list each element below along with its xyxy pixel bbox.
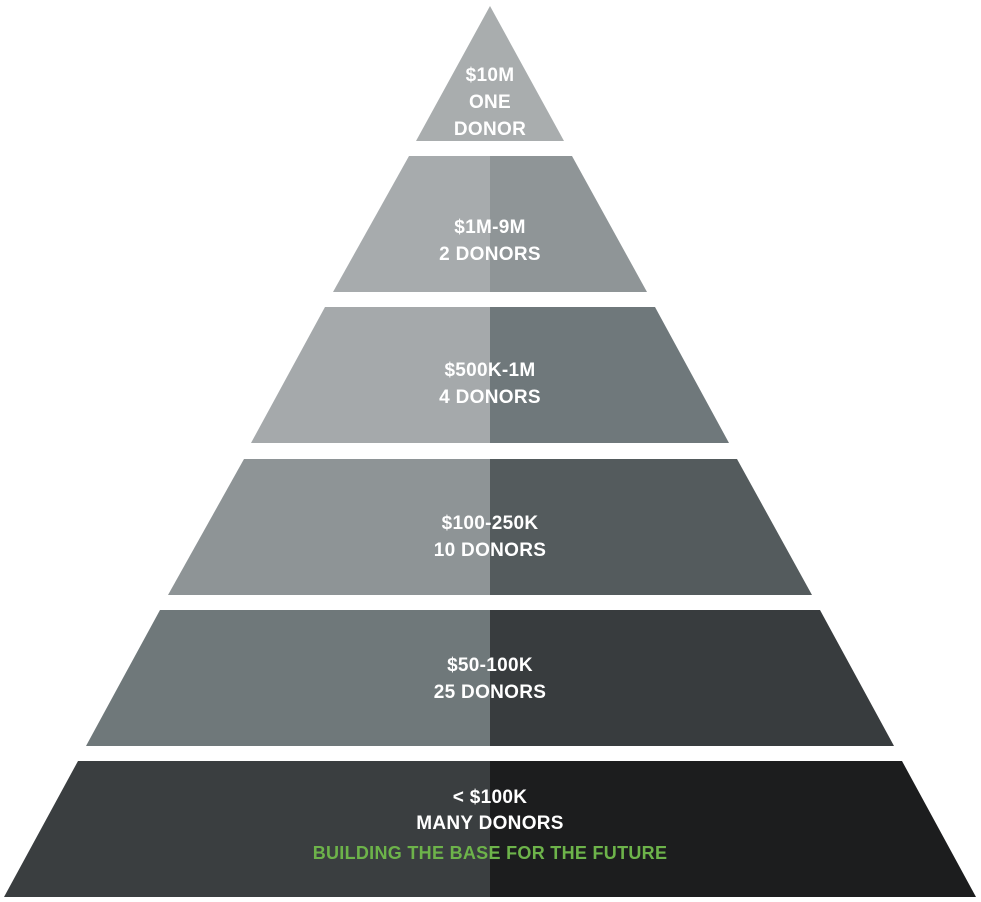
- tier-1m-9m-right-face: [490, 156, 647, 292]
- tier-1m-9m: $1M-9M 2 DONORS: [333, 156, 647, 292]
- tier-base-left-face: [4, 761, 490, 897]
- tier-500k-1m-left-face: [251, 307, 490, 443]
- tier-50k-100k-count: 25 DONORS: [434, 682, 547, 703]
- tier-100k-250k-left-face: [168, 459, 490, 595]
- tier-500k-1m: $500K-1M 4 DONORS: [251, 307, 729, 443]
- tier-500k-1m-amount: $500K-1M: [444, 360, 535, 381]
- tier-apex-left-face: [416, 6, 490, 141]
- tier-apex-amount: $10M: [466, 65, 515, 86]
- tier-1m-9m-left-face: [333, 156, 490, 292]
- tier-1m-9m-count: 2 DONORS: [439, 244, 541, 265]
- tier-apex-count: ONE: [469, 92, 511, 113]
- tier-500k-1m-right-face: [490, 307, 729, 443]
- tier-50k-100k-left-face: [86, 610, 490, 746]
- tier-apex-count-unit: DONOR: [454, 119, 526, 140]
- tier-50k-100k-amount: $50-100K: [447, 655, 533, 676]
- tier-apex-right-face: [490, 6, 564, 141]
- tier-apex: $10M ONE DONOR: [416, 6, 564, 141]
- tier-50k-100k: $50-100K 25 DONORS: [86, 610, 894, 746]
- tier-base-count: MANY DONORS: [416, 813, 564, 834]
- tier-500k-1m-count: 4 DONORS: [439, 387, 541, 408]
- tier-1m-9m-amount: $1M-9M: [454, 217, 525, 238]
- tier-100k-250k-count: 10 DONORS: [434, 540, 547, 561]
- tier-100k-250k-amount: $100-250K: [442, 513, 539, 534]
- tier-base: < $100K MANY DONORS BUILDING THE BASE FO…: [4, 761, 976, 897]
- tier-100k-250k-right-face: [490, 459, 812, 595]
- tier-100k-250k: $100-250K 10 DONORS: [168, 459, 812, 595]
- tier-50k-100k-right-face: [490, 610, 894, 746]
- tier-base-amount: < $100K: [453, 787, 527, 808]
- tier-base-tagline: BUILDING THE BASE FOR THE FUTURE: [313, 843, 668, 863]
- tier-base-right-face: [490, 761, 976, 897]
